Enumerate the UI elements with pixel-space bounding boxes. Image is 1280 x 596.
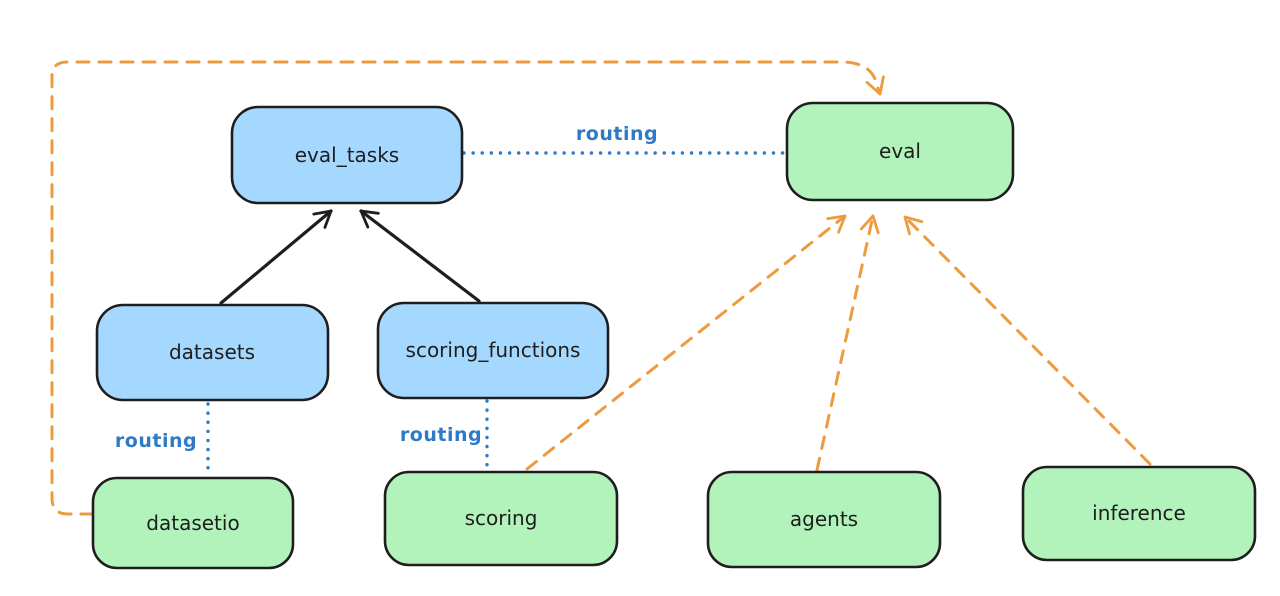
edge-datasetio-to-eval-loop <box>50 60 885 516</box>
node-agents: agents <box>706 470 942 569</box>
node-datasets: datasets <box>95 303 330 402</box>
node-eval-label: eval <box>879 139 921 163</box>
node-datasets-label: datasets <box>169 340 255 364</box>
node-scoring-functions: scoring_functions <box>376 301 610 400</box>
node-scoring-functions-label: scoring_functions <box>406 338 581 362</box>
edge-agents-to-eval <box>815 214 880 472</box>
node-eval-tasks-box <box>230 105 464 205</box>
routing-label-left: routing <box>115 430 197 452</box>
node-eval-box <box>785 101 1015 202</box>
node-scoring-functions-box <box>376 301 610 400</box>
node-datasetio-box <box>91 476 295 570</box>
node-agents-label: agents <box>790 507 858 531</box>
routing-label-middle: routing <box>400 424 482 446</box>
node-agents-box <box>706 470 942 569</box>
edge-scoring-functions-to-eval-tasks <box>359 209 481 303</box>
edge-datasets-to-eval-tasks <box>219 209 333 305</box>
node-inference-label: inference <box>1092 501 1186 525</box>
routing-label-top: routing <box>576 123 658 145</box>
node-scoring: scoring <box>383 470 619 567</box>
node-eval: eval <box>785 101 1015 202</box>
node-inference-box <box>1021 465 1257 562</box>
node-inference: inference <box>1021 465 1257 562</box>
node-datasetio-label: datasetio <box>146 511 239 535</box>
node-eval-tasks: eval_tasks <box>230 105 464 205</box>
edge-scoring-to-eval <box>525 214 847 471</box>
node-scoring-box <box>383 470 619 567</box>
edge-inference-to-eval <box>903 215 1152 466</box>
node-datasets-box <box>95 303 330 402</box>
node-scoring-label: scoring <box>465 506 538 530</box>
node-datasetio: datasetio <box>91 476 295 570</box>
node-eval-tasks-label: eval_tasks <box>295 143 399 167</box>
